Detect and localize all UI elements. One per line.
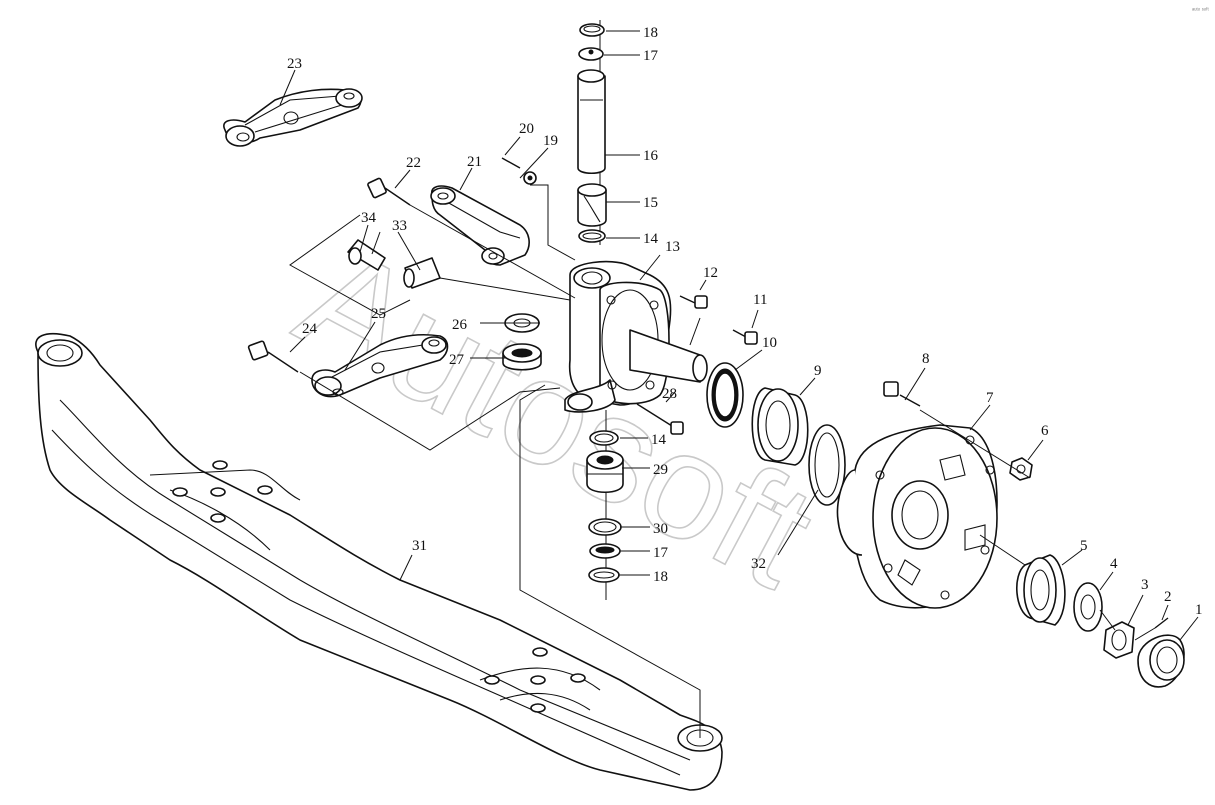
- circlip-18-bottom: [588, 567, 620, 583]
- seal-10: [706, 362, 744, 428]
- bearing-27: [502, 343, 542, 371]
- bushing-29: [586, 450, 624, 494]
- callout-13: 13: [665, 239, 680, 255]
- callout-3: 3: [1141, 577, 1149, 593]
- leader-lines: [279, 30, 1199, 738]
- bolt-12: [679, 295, 708, 309]
- steering-arm-23: [223, 88, 363, 147]
- callout-14-top: 14: [643, 231, 659, 247]
- seal-14-bottom: [589, 430, 619, 446]
- callout-28: 28: [662, 386, 677, 402]
- callout-17-top: 17: [643, 48, 659, 64]
- callout-8: 8: [922, 351, 930, 367]
- steering-arm-21: [430, 185, 530, 266]
- callout-21: 21: [467, 154, 482, 170]
- callout-16: 16: [643, 148, 659, 164]
- cotter-pin-2: [1154, 617, 1169, 629]
- callout-9: 9: [814, 363, 822, 379]
- callout-30: 30: [653, 521, 668, 537]
- corner-mark: ᵃᵘᵗᵒ ˢᵒᶠᵗ: [1192, 7, 1209, 14]
- shim-30: [588, 518, 622, 536]
- washer-17-bottom: [589, 543, 621, 559]
- washer-17-top: [578, 47, 604, 61]
- callout-6: 6: [1041, 423, 1049, 439]
- washer-4: [1073, 582, 1103, 632]
- axle-beam: [35, 332, 723, 791]
- pin-34: [347, 239, 386, 271]
- callout-29: 29: [653, 462, 668, 478]
- callout-labels: 1 2 3 4 5 6 7 8 9 10 11 12 13 14 14 15 1…: [287, 25, 1203, 618]
- callout-25: 25: [371, 306, 386, 322]
- nipple-19: [523, 171, 537, 185]
- ring-32: [808, 424, 846, 506]
- kingpin-16: [577, 69, 606, 175]
- bushing-15: [577, 183, 607, 227]
- bolt-28: [636, 403, 684, 435]
- steering-arm-25: [311, 333, 449, 398]
- wheel-hub-7: [836, 424, 998, 609]
- callout-31: 31: [412, 538, 427, 554]
- callout-2: 2: [1164, 589, 1172, 605]
- callout-12: 12: [703, 265, 718, 281]
- callout-23: 23: [287, 56, 302, 72]
- wheel-bolt-8: [883, 381, 921, 407]
- bearing-9: [751, 387, 809, 466]
- grease-fitting-20: [501, 157, 521, 169]
- callout-11: 11: [753, 292, 767, 308]
- hub-cap-1: [1137, 634, 1185, 688]
- bolt-22: [367, 177, 411, 206]
- bolt-11: [732, 329, 758, 345]
- callout-26: 26: [452, 317, 468, 333]
- callout-18-bottom: 18: [653, 569, 668, 585]
- callout-1: 1: [1195, 602, 1203, 618]
- callout-17-bottom: 17: [653, 545, 669, 561]
- circlip-18-top: [579, 23, 605, 37]
- callout-24: 24: [302, 321, 318, 337]
- callout-19: 19: [543, 133, 558, 149]
- wheel-nut-6: [1009, 457, 1033, 481]
- callout-14-bottom: 14: [651, 432, 667, 448]
- steering-knuckle-13: [564, 260, 708, 413]
- callout-15: 15: [643, 195, 658, 211]
- callout-34: 34: [361, 210, 377, 226]
- callout-20: 20: [519, 121, 534, 137]
- callout-32: 32: [751, 556, 766, 572]
- bolt-24: [247, 340, 299, 373]
- seal-14-top: [578, 229, 606, 243]
- bearing-5: [1015, 554, 1066, 626]
- callout-5: 5: [1080, 538, 1088, 554]
- callout-10: 10: [762, 335, 777, 351]
- callout-27: 27: [449, 352, 465, 368]
- callout-7: 7: [986, 390, 994, 406]
- callout-33: 33: [392, 218, 407, 234]
- callout-22: 22: [406, 155, 421, 171]
- callout-4: 4: [1110, 556, 1118, 572]
- castle-nut-3: [1103, 621, 1135, 659]
- callout-18-top: 18: [643, 25, 658, 41]
